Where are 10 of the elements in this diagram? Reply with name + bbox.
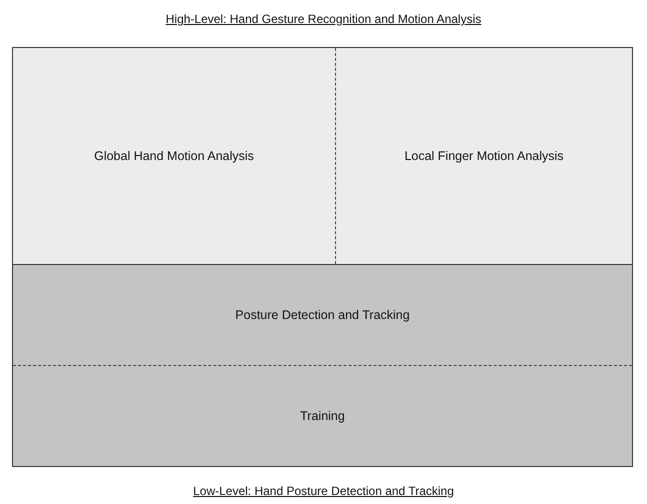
layer-panel (13, 264, 632, 366)
layer-heading: Low-Level: Hand Posture Detection and Tracking (193, 484, 454, 498)
panel-label: Global Hand Motion Analysis (94, 149, 254, 163)
layer-heading: High-Level: Hand Gesture Recognition and Motion Analysis (166, 12, 482, 26)
layer-panel (13, 366, 632, 466)
layer-panel (336, 48, 632, 264)
panel-label: Local Finger Motion Analysis (404, 149, 564, 163)
panel-label: Posture Detection and Tracking (235, 308, 410, 322)
layer-panel (13, 48, 336, 264)
panel-label: Training (300, 409, 345, 423)
